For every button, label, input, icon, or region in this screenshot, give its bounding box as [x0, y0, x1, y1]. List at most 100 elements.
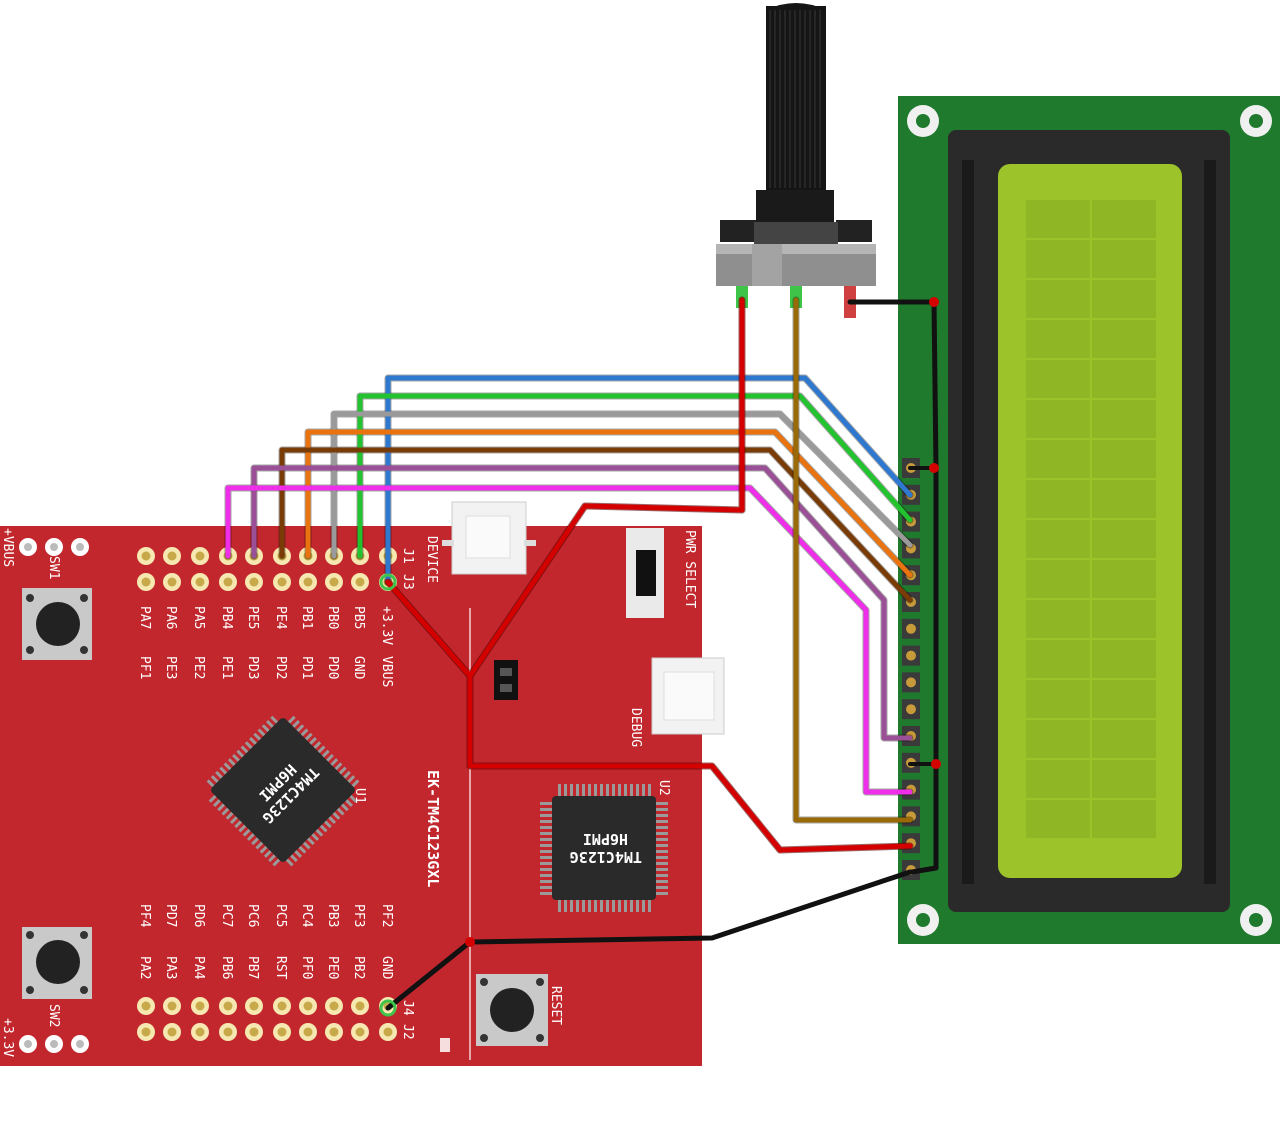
top-inner-pad	[299, 573, 317, 591]
pin-label: +3.3V	[379, 606, 394, 645]
pin-label: PB5	[351, 606, 366, 629]
pin-label: PB3	[325, 904, 340, 927]
bottom-inner-pad	[351, 997, 369, 1015]
bottom-inner-pad	[163, 997, 181, 1015]
wires	[224, 296, 941, 1011]
pin-label: VBUS	[379, 656, 394, 687]
u2-label: U2	[656, 780, 671, 796]
pin-label: PF2	[379, 904, 394, 927]
debug-label: DEBUG	[628, 708, 643, 747]
pin-label: GND	[351, 656, 366, 680]
top-inner-pad	[245, 573, 263, 591]
j4-label: J4	[400, 1000, 415, 1016]
pin-label: PD3	[245, 656, 260, 679]
header-pads	[137, 547, 397, 1041]
bottom-inner-pad	[245, 997, 263, 1015]
u2-chip	[540, 784, 668, 912]
u1-label: U1	[352, 788, 367, 804]
pin-label: PC5	[273, 904, 288, 927]
pin-label: PF0	[299, 956, 314, 979]
bottom-inner-pad	[137, 997, 155, 1015]
pin-label: PB1	[299, 606, 314, 629]
board-name: EK-TM4C123GXL	[424, 770, 442, 887]
lcd-module	[898, 96, 1280, 944]
pin-label: PC7	[219, 904, 234, 927]
sw2-switch	[19, 927, 92, 1053]
pin-label: GND	[379, 956, 394, 980]
bottom-inner-pad	[273, 997, 291, 1015]
lcd-character-grid	[1026, 200, 1156, 838]
wire-pot-wiper	[793, 297, 913, 823]
pin-label: PB2	[351, 956, 366, 979]
bottom-outer-pad	[273, 1023, 291, 1041]
wire-magenta	[225, 485, 913, 795]
pin-label: PA7	[137, 606, 152, 629]
device-label: DEVICE	[424, 536, 439, 583]
sw1-switch	[19, 538, 92, 660]
bottom-outer-pad	[163, 1023, 181, 1041]
j2-label: J2	[400, 1024, 415, 1040]
led	[440, 1038, 450, 1052]
pin-label: PD7	[163, 904, 178, 927]
jumper	[494, 660, 518, 700]
pot-shaft	[766, 6, 826, 194]
wire-blue	[385, 375, 913, 585]
sw1-label: SW1	[46, 556, 61, 579]
pin-label: PA5	[191, 606, 206, 629]
bottom-outer-pad	[299, 1023, 317, 1041]
pin-label: PE2	[191, 656, 206, 679]
pin-label: PE1	[219, 656, 234, 679]
usb-debug-connector	[651, 657, 725, 735]
wire-power-lcd	[467, 673, 913, 853]
wire-grey	[331, 411, 913, 559]
vbus-top-label: +VBUS	[0, 528, 15, 567]
pin-label: PE0	[325, 956, 340, 979]
pin-label: PC6	[245, 904, 260, 927]
top-outer-pad	[191, 547, 209, 565]
wire-orange	[305, 429, 913, 578]
wire-ground-lcd	[385, 869, 913, 1011]
bottom-outer-pad	[219, 1023, 237, 1041]
pin-label: PD1	[299, 656, 314, 679]
pin-label: PB6	[219, 956, 234, 979]
wire-endpoints	[379, 573, 397, 1017]
wire-green	[357, 393, 913, 559]
pin-label: PB0	[325, 606, 340, 629]
j1-label: J1	[400, 548, 415, 564]
pwr-select-label: PWR SELECT	[682, 530, 697, 608]
pin-label: PB7	[245, 956, 260, 979]
reset-label: RESET	[548, 986, 563, 1025]
pin-label: PE5	[245, 606, 260, 629]
top-inner-pad	[163, 573, 181, 591]
pin-label: PE3	[163, 656, 178, 679]
bottom-outer-pad	[379, 1023, 397, 1041]
bottom-inner-pad	[299, 997, 317, 1015]
pin-label: PE4	[273, 606, 288, 630]
bottom-outer-pad	[325, 1023, 343, 1041]
top-inner-pad	[219, 573, 237, 591]
bottom-inner-pad	[191, 997, 209, 1015]
bottom-inner-pad	[219, 997, 237, 1015]
pin-label: PA4	[191, 956, 206, 980]
sw2-label: SW2	[46, 1004, 61, 1027]
pwr-select-switch	[626, 528, 664, 618]
pin-label: PF3	[351, 904, 366, 927]
u1-chip	[206, 715, 360, 867]
pin-label: PA2	[137, 956, 152, 979]
wire-purple	[251, 465, 913, 741]
u2-chip-line1: TM4C123G	[570, 848, 642, 866]
top-inner-pad	[351, 573, 369, 591]
pin-label: RST	[273, 956, 288, 980]
pin-label: PD2	[273, 656, 288, 679]
pin-label: PF4	[137, 904, 152, 928]
pin-label: PC4	[299, 904, 314, 928]
usb-device-connector	[442, 501, 536, 575]
top-outer-pad	[163, 547, 181, 565]
pin-label: PD6	[191, 904, 206, 927]
top-inner-pad	[273, 573, 291, 591]
top-inner-pad	[137, 573, 155, 591]
bottom-inner-pad	[325, 997, 343, 1015]
pin-label: PD0	[325, 656, 340, 679]
